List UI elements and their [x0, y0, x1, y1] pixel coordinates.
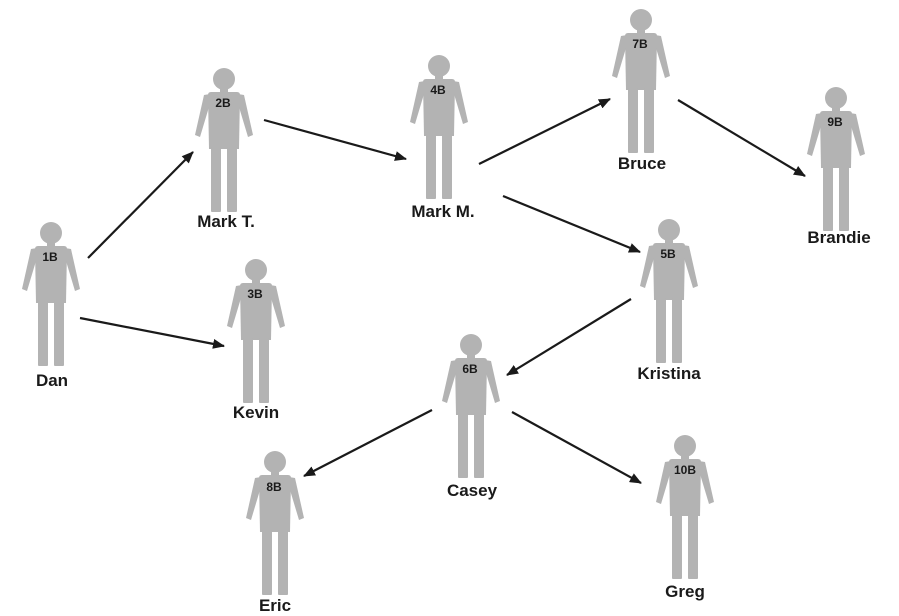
person-name: Kevin — [233, 403, 279, 422]
person-name: Kristina — [637, 364, 701, 383]
person-mark-t: 2B Mark T. — [195, 68, 255, 231]
person-kevin: 3B Kevin — [227, 259, 285, 422]
person-icon — [195, 68, 253, 212]
person-badge: 10B — [674, 463, 696, 477]
person-icon — [640, 219, 698, 363]
person-icon — [656, 435, 714, 579]
person-icon — [612, 9, 670, 153]
person-badge: 8B — [266, 480, 282, 494]
arrow-mark-m-to-bruce — [478, 98, 611, 165]
person-badge: 1B — [42, 250, 58, 264]
person-badge: 6B — [462, 362, 478, 376]
arrow-dan-to-kevin — [79, 316, 225, 349]
arrow-mark-t-to-mark-m — [263, 118, 407, 161]
person-icon — [227, 259, 285, 403]
person-icon — [442, 334, 500, 478]
person-bruce: 7B Bruce — [612, 9, 670, 173]
person-mark-m: 4B Mark M. — [410, 55, 475, 221]
person-name: Greg — [665, 582, 705, 601]
person-brandie: 9B Brandie — [807, 87, 871, 247]
person-name: Eric — [259, 596, 291, 615]
person-name: Brandie — [807, 228, 870, 247]
person-name: Mark M. — [411, 202, 474, 221]
person-name: Mark T. — [197, 212, 255, 231]
person-badge: 9B — [827, 115, 843, 129]
person-icon — [410, 55, 468, 199]
person-badge: 5B — [660, 247, 676, 261]
person-badge: 2B — [215, 96, 231, 110]
person-greg: 10B Greg — [656, 435, 714, 601]
person-name: Bruce — [618, 154, 666, 173]
person-badge: 3B — [247, 287, 263, 301]
person-badge: 7B — [632, 37, 648, 51]
person-casey: 6B Casey — [442, 334, 500, 500]
arrow-mark-m-to-kristina — [502, 194, 641, 254]
arrow-dan-to-mark-t — [87, 151, 194, 259]
person-name: Dan — [36, 371, 68, 390]
arrow-bruce-to-brandie — [677, 99, 806, 177]
arrow-casey-to-eric — [303, 409, 433, 477]
person-icon — [807, 87, 865, 231]
arrow-kristina-to-casey — [506, 298, 632, 376]
person-kristina: 5B Kristina — [637, 219, 701, 383]
person-name: Casey — [447, 481, 498, 500]
arrow-casey-to-greg — [511, 411, 642, 484]
person-icon — [22, 222, 80, 366]
person-eric: 8B Eric — [246, 451, 304, 615]
person-dan: 1B Dan — [22, 222, 80, 390]
connections — [79, 98, 806, 484]
person-icon — [246, 451, 304, 595]
person-badge: 4B — [430, 83, 446, 97]
